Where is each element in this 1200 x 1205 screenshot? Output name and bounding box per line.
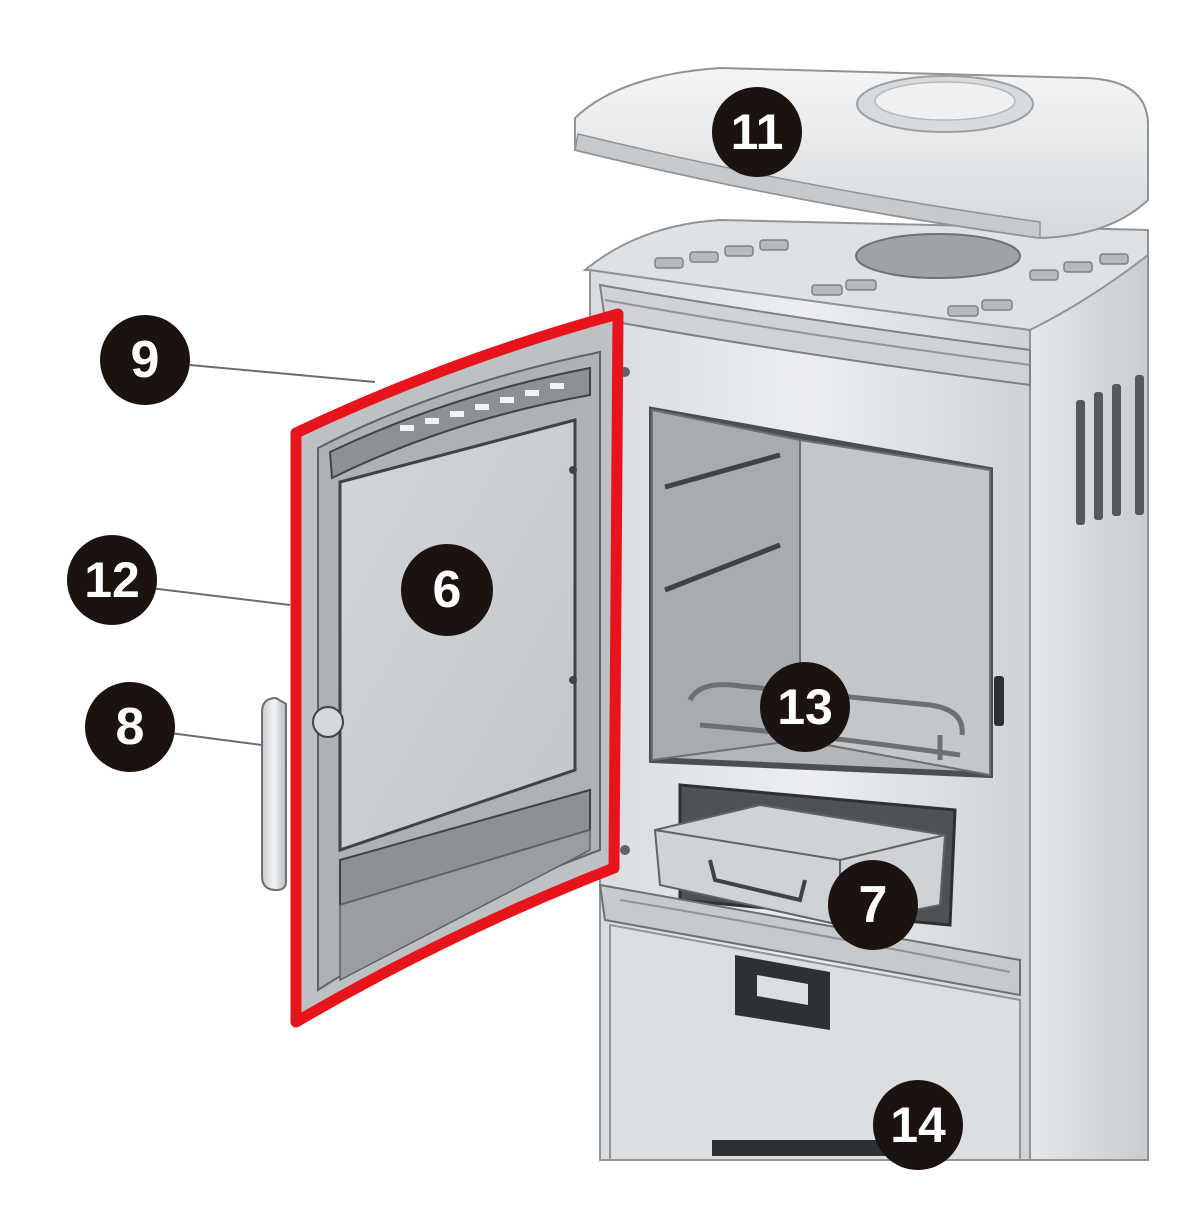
- badge-label-8: 8: [116, 698, 145, 756]
- top-cover-plate: [574, 66, 1149, 240]
- badge-circle-13: [760, 662, 850, 752]
- badge-label-12: 12: [84, 552, 140, 608]
- part-badges: 11 9 12 8 6 13 7 14: [67, 87, 963, 1170]
- leader-line-8: [169, 732, 263, 746]
- badge-14: 14: [873, 1080, 963, 1170]
- badge-label-6: 6: [433, 561, 462, 619]
- badge-11: 11: [712, 87, 802, 177]
- highlight-outline: [290, 308, 624, 1028]
- badge-circle-6: [401, 544, 493, 636]
- stove-body: [582, 218, 1149, 1161]
- leader-lines: [149, 364, 376, 746]
- stove-shelf-ledge: [598, 883, 1021, 997]
- badge-9: 9: [100, 315, 190, 405]
- badge-6: 6: [401, 544, 493, 636]
- badge-circle-7: [828, 860, 918, 950]
- door-latch: [994, 676, 1004, 726]
- badge-8: 8: [85, 682, 175, 772]
- open-door: [297, 316, 616, 1022]
- door-handle-mount: [312, 706, 344, 738]
- badge-circle-11: [712, 87, 802, 177]
- badge-label-13: 13: [777, 679, 833, 735]
- badge-circle-8: [85, 682, 175, 772]
- leader-line-9: [189, 364, 376, 383]
- badge-12: 12: [67, 535, 157, 625]
- badge-label-11: 11: [731, 104, 784, 160]
- door-handle: [261, 696, 287, 892]
- badge-label-7: 7: [859, 876, 888, 934]
- top-plate-vent-slots: [654, 239, 1129, 317]
- badge-7: 7: [828, 860, 918, 950]
- badge-circle-9: [100, 315, 190, 405]
- badge-13: 13: [760, 662, 850, 752]
- badge-circle-14: [873, 1080, 963, 1170]
- badge-label-9: 9: [131, 331, 160, 389]
- storage-drawer-handle: [735, 955, 830, 1030]
- top-plate-flue-opening: [855, 233, 1021, 279]
- leader-line-12: [149, 587, 291, 606]
- side-vent-slots: [1076, 375, 1144, 525]
- stove-side-panel: [1024, 253, 1149, 1161]
- badge-label-14: 14: [890, 1097, 946, 1153]
- badge-circle-12: [67, 535, 157, 625]
